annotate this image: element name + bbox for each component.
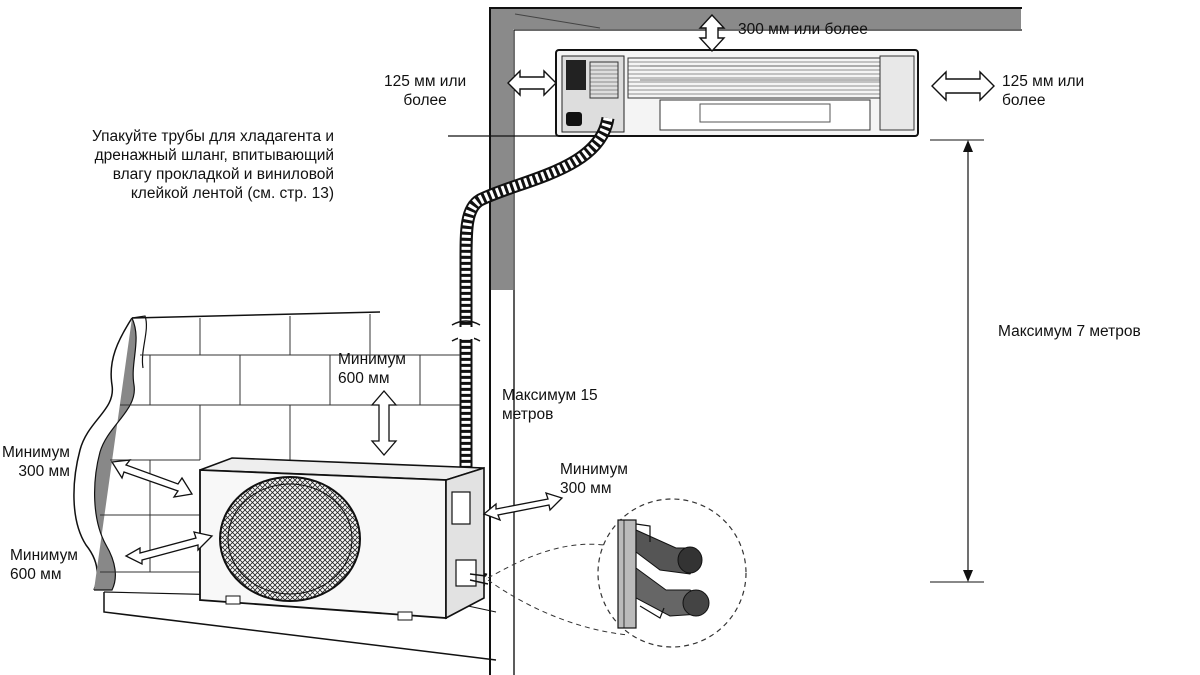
- top-min-line-1: Минимум: [338, 351, 406, 368]
- right-min-300-line-2: 300 мм: [560, 480, 612, 497]
- left-clearance-label: 125 мм или более: [384, 72, 466, 110]
- top-min-arrow: [370, 390, 398, 456]
- left-min-300-line-1: Минимум: [2, 444, 70, 461]
- max-height-text: Максимум 7 метров: [998, 323, 1141, 340]
- wrap-note-line-3: влагу прокладкой и виниловой: [112, 166, 335, 183]
- top-min-label: Минимум 600 мм: [338, 350, 406, 388]
- left-min-600-line-1: Минимум: [10, 547, 78, 564]
- top-clearance-text: 300 мм или более: [738, 21, 868, 38]
- pipe-max-line-1: Максимум 15: [502, 387, 598, 404]
- wrap-note-line-4: клейкой лентой (см. стр. 13): [130, 185, 335, 202]
- outdoor-wall: [73, 311, 497, 661]
- left-min-600-label: Минимум 600 мм: [10, 546, 78, 584]
- top-clearance-label: 300 мм или более: [738, 20, 868, 39]
- right-min-300-arrow: [482, 492, 564, 522]
- valve-detail-callout: [487, 498, 747, 648]
- left-min-600-arrow: [124, 531, 214, 566]
- top-clearance-arrow: [698, 13, 726, 53]
- pipe-max-label: Максимум 15 метров: [502, 386, 598, 424]
- right-min-300-label: Минимум 300 мм: [560, 460, 628, 498]
- right-clearance-line-1: 125 мм или: [1002, 73, 1085, 90]
- pipe-max-line-2: метров: [502, 406, 554, 423]
- right-clearance-line-2: более: [1002, 92, 1046, 109]
- right-clearance-arrow: [931, 70, 995, 102]
- left-min-300-line-2: 300 мм: [18, 463, 70, 480]
- top-min-line-2: 600 мм: [338, 370, 390, 387]
- max-height-label: Максимум 7 метров: [998, 322, 1141, 341]
- left-min-600-line-2: 600 мм: [10, 566, 62, 583]
- max-height-dimension: [930, 139, 984, 583]
- wrap-note-line-1: Упакуйте трубы для хладагента и: [92, 128, 335, 145]
- outdoor-unit: [199, 457, 489, 621]
- left-clearance-line-1: 125 мм или: [384, 73, 467, 90]
- right-clearance-label: 125 мм или более: [1002, 72, 1084, 110]
- indoor-wall: [489, 7, 1022, 675]
- wrap-note-label: Упакуйте трубы для хладагента и дренажны…: [92, 127, 334, 203]
- indoor-unit: [555, 49, 919, 137]
- left-clearance-arrow: [507, 69, 557, 97]
- left-min-300-arrow: [110, 459, 194, 498]
- left-min-300-label: Минимум 300 мм: [2, 443, 70, 481]
- right-min-300-line-1: Минимум: [560, 461, 628, 478]
- left-clearance-line-2: более: [403, 92, 447, 109]
- wrap-note-line-2: дренажный шланг, впитывающий: [94, 147, 335, 164]
